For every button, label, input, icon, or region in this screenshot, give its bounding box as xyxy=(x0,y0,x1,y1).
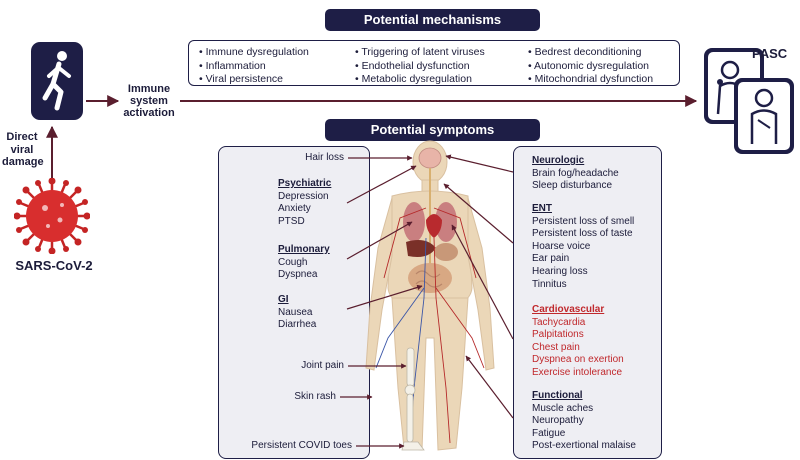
mechanisms-title: Potential mechanisms xyxy=(325,9,540,31)
group-item: Nausea xyxy=(278,306,313,318)
group-item: Cough xyxy=(278,256,308,268)
group-title: Neurologic xyxy=(532,155,585,166)
symptoms-title: Potential symptoms xyxy=(325,119,540,141)
mechanism-item: Autonomic dysregulation xyxy=(528,60,653,74)
group-functional: Functional Muscle aches Neuropathy Fatig… xyxy=(532,390,658,453)
human-anatomy-figure xyxy=(365,140,495,451)
group-item: Anxiety xyxy=(278,203,311,215)
group-pulmonary: Pulmonary Cough Dyspnea xyxy=(278,244,338,282)
pasc-label: PASC xyxy=(752,46,788,61)
group-title: Psychiatric xyxy=(278,178,332,189)
pointer-cardio xyxy=(451,224,514,340)
pointer-gi xyxy=(346,284,423,310)
group-item: Dyspnea on exertion xyxy=(532,354,624,366)
mechanisms-col-3: Bedrest deconditioning Autonomic dysregu… xyxy=(528,46,653,87)
mechanism-item: Mitochondrial dysfunction xyxy=(528,73,653,87)
group-title: ENT xyxy=(532,203,552,214)
group-item: Hoarse voice xyxy=(532,240,591,252)
virus-label: SARS-CoV-2 xyxy=(15,258,93,273)
group-item: Muscle aches xyxy=(532,402,594,414)
pointer-functional xyxy=(465,355,514,419)
group-title: Pulmonary xyxy=(278,244,330,255)
group-title: Functional xyxy=(532,390,583,401)
group-ent: ENT Persistent loss of smell Persistent … xyxy=(532,203,658,291)
group-item: Hearing loss xyxy=(532,265,588,277)
group-item: Tachycardia xyxy=(532,316,586,328)
group-title: GI xyxy=(278,294,289,305)
mechanism-item: Endothelial dysfunction xyxy=(355,60,485,74)
symptom-hair-loss: Hair loss xyxy=(305,152,344,163)
symptoms-right-panel xyxy=(513,146,662,459)
card-face xyxy=(738,82,790,150)
mechanism-item: Triggering of latent viruses xyxy=(355,46,484,60)
symptoms-left-panel xyxy=(218,146,370,459)
group-psychiatric: Psychiatric Depression Anxiety PTSD xyxy=(278,178,338,228)
symptom-covid-toes: Persistent COVID toes xyxy=(251,440,352,451)
group-cardiovascular: Cardiovascular Tachycardia Palpitations … xyxy=(532,304,658,380)
group-item: Post-exertional malaise xyxy=(532,440,636,452)
direct-damage-line: viral xyxy=(10,143,34,156)
pointer-psychiatric xyxy=(346,165,417,204)
symptom-skin-rash: Skin rash xyxy=(294,391,336,402)
immune-activation-line: system xyxy=(130,95,168,107)
coronavirus-icon xyxy=(14,178,90,254)
pointer-ent xyxy=(443,183,514,244)
group-item: Sleep disturbance xyxy=(532,180,613,192)
symptom-joint-pain: Joint pain xyxy=(301,360,344,371)
pointer-neurologic xyxy=(445,154,514,173)
group-neurologic: Neurologic Brain fog/headache Sleep dist… xyxy=(532,155,658,193)
mechanisms-col-1: Immune dysregulation Inflammation Viral … xyxy=(199,46,309,87)
group-title: Cardiovascular xyxy=(532,304,605,315)
group-item: Exercise intolerance xyxy=(532,366,623,378)
group-item: Ear pain xyxy=(532,253,570,265)
group-item: Persistent loss of smell xyxy=(532,215,635,227)
mechanism-item: Immune dysregulation xyxy=(199,46,309,60)
direct-damage-line: Direct xyxy=(6,131,38,143)
group-item: Dyspnea xyxy=(278,269,318,281)
mechanisms-box: Immune dysregulation Inflammation Viral … xyxy=(188,40,680,86)
group-item: Tinnitus xyxy=(532,278,567,290)
mechanism-item: Viral persistence xyxy=(199,73,309,87)
group-gi: GI Nausea Diarrhea xyxy=(278,294,338,332)
group-item: Persistent loss of taste xyxy=(532,228,633,240)
mechanism-item: Bedrest deconditioning xyxy=(528,46,653,60)
group-item: Chest pain xyxy=(532,341,580,353)
group-item: Depression xyxy=(278,190,329,202)
mechanism-item: Inflammation xyxy=(199,60,309,74)
group-item: PTSD xyxy=(278,215,305,227)
immune-activation-line: Immune xyxy=(127,83,171,95)
running-person-icon xyxy=(31,42,83,120)
group-item: Diarrhea xyxy=(278,319,317,331)
mechanism-item: Metabolic dysregulation xyxy=(355,73,485,87)
group-item: Brain fog/headache xyxy=(532,167,619,179)
direct-damage-label: Direct viral damage xyxy=(2,131,44,169)
group-item: Palpitations xyxy=(532,329,584,341)
mechanisms-col-2: Triggering of latent viruses Endothelial… xyxy=(355,46,485,87)
sick-person-card-front xyxy=(734,78,794,154)
direct-damage-line: damage xyxy=(2,156,44,168)
immune-activation-label: Immune system activation xyxy=(118,83,180,119)
group-item: Neuropathy xyxy=(532,415,584,427)
pointer-pulmonary xyxy=(346,221,413,260)
group-item: Fatigue xyxy=(532,427,566,439)
immune-activation-line: activation xyxy=(123,107,175,119)
